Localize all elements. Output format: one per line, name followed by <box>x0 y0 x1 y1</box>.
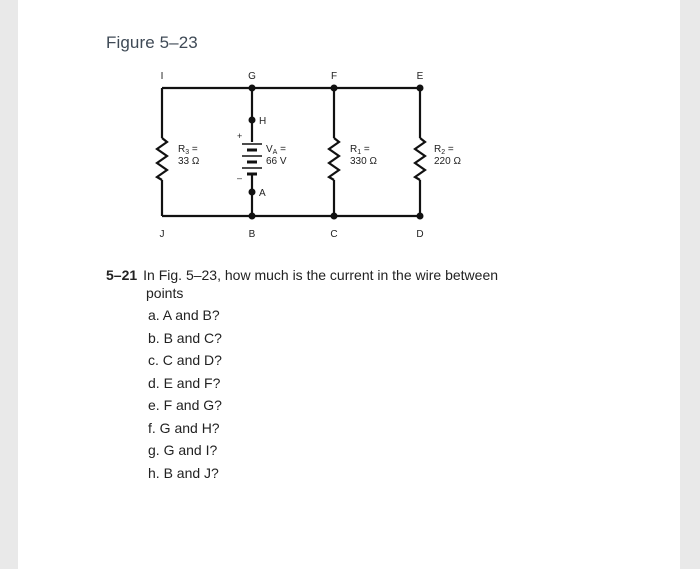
node-label-d: D <box>416 229 423 240</box>
node-c-dot <box>330 212 338 220</box>
r2-label: R2 = <box>434 144 454 156</box>
r3-value: 33 Ω <box>178 156 200 167</box>
va-label: VA = <box>266 144 286 156</box>
node-label-e: E <box>417 71 424 82</box>
choice-item: b. B and C? <box>148 329 222 346</box>
problem-stem-text: In Fig. 5–23, how much is the current in… <box>143 267 499 283</box>
choice-item: h. B and J? <box>148 464 219 481</box>
node-label-a: A <box>259 188 266 199</box>
node-label-i: I <box>161 71 164 82</box>
node-b-dot <box>248 212 256 220</box>
r1-value: 330 Ω <box>350 156 377 167</box>
answer-choices: a. A and B? b. B and C? c. C and D? d. E… <box>148 306 222 486</box>
node-label-f: F <box>331 71 337 82</box>
battery-plus: + <box>237 131 242 141</box>
choice-item: e. F and G? <box>148 397 222 413</box>
battery-minus: – <box>237 173 242 183</box>
resistor-r1 <box>326 137 341 181</box>
choice-item: d. E and F? <box>148 374 221 391</box>
node-a-dot <box>248 188 256 196</box>
choice-item: a. A and B? <box>148 307 220 323</box>
node-g-dot <box>248 84 256 92</box>
choice-item: g. G and I? <box>148 442 218 458</box>
choice-item: f. G and H? <box>148 419 220 436</box>
r2-value: 220 Ω <box>434 156 461 167</box>
node-h-dot <box>248 116 256 124</box>
resistor-r2 <box>412 137 427 181</box>
node-label-b: B <box>249 229 256 240</box>
choice-item: c. C and D? <box>148 352 222 368</box>
battery-va <box>242 143 262 176</box>
node-label-j: J <box>160 229 165 240</box>
problem-stem-line1: 5–21 In Fig. 5–23, how much is the curren… <box>106 266 546 284</box>
node-label-c: C <box>330 229 337 240</box>
node-e-dot <box>416 84 424 92</box>
r1-label: R1 = <box>350 144 370 156</box>
node-f-dot <box>330 84 338 92</box>
node-label-g: G <box>248 71 256 82</box>
figure-title: Figure 5–23 <box>106 33 198 52</box>
problem-5-21: 5–21 In Fig. 5–23, how much is the curren… <box>106 266 546 302</box>
circuit-diagram: I G F E H A J B C D R3 = 33 Ω + – VA = 6… <box>154 71 461 240</box>
problem-number: 5–21 <box>106 267 138 283</box>
node-label-h: H <box>259 116 266 127</box>
node-d-dot <box>416 212 424 220</box>
problem-stem-line2: points <box>146 285 184 301</box>
resistor-r3 <box>154 137 169 181</box>
r3-label: R3 = <box>178 144 198 156</box>
textbook-page: Figure 5–23 <box>18 0 680 569</box>
va-value: 66 V <box>266 156 287 167</box>
